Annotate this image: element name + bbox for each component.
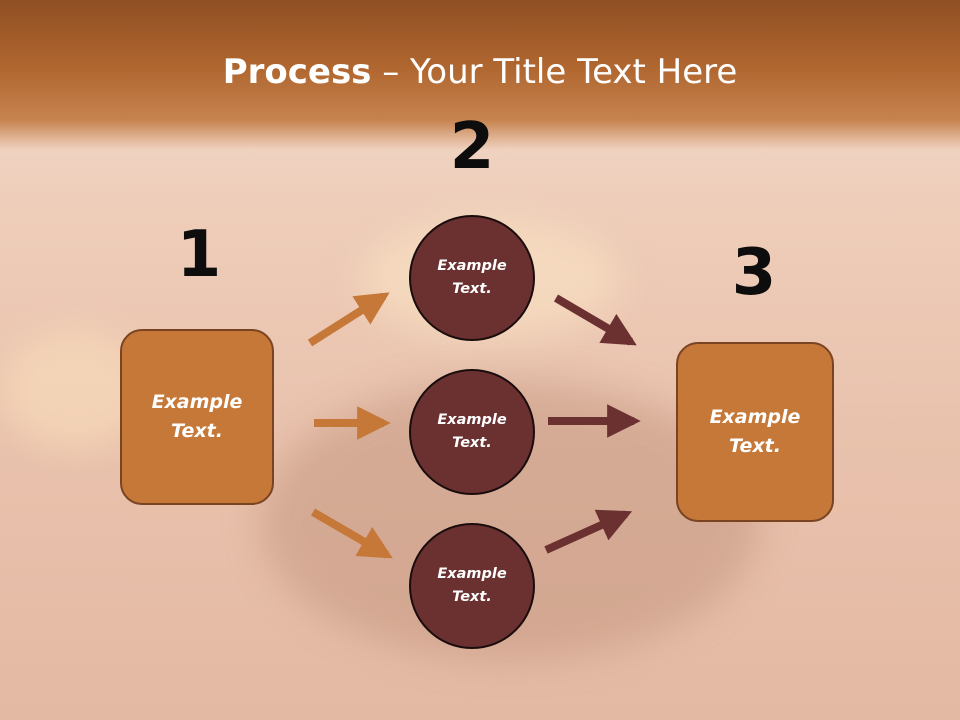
step-3-box: Example Text. (676, 342, 834, 522)
step-1-label: Example Text. (151, 391, 243, 442)
step-2-label-middle: Example Text. (437, 412, 507, 451)
step-1-box: Example Text. (120, 329, 274, 505)
step-2-label-top: Example Text. (437, 258, 507, 297)
title-bold: Process (222, 52, 372, 92)
step-2-circle-bottom: Example Text. (409, 523, 535, 649)
step-number-2: 2 (449, 110, 495, 184)
title-rest: – Your Title Text Here (371, 52, 738, 92)
step-number-1: 1 (176, 218, 222, 292)
arrow-from-top (553, 294, 637, 346)
step-2-circle-top: Example Text. (409, 215, 535, 341)
step-number-3: 3 (731, 236, 777, 310)
step-3-label: Example Text. (709, 406, 801, 457)
arrow-from-bottom (544, 509, 633, 554)
slide-title: Process – Your Title Text Here (0, 52, 960, 92)
arrow-to-bottom (310, 508, 393, 559)
title-band (0, 0, 960, 150)
arrow-to-top (307, 292, 390, 347)
step-2-label-bottom: Example Text. (437, 566, 507, 605)
step-2-circle-middle: Example Text. (409, 369, 535, 495)
